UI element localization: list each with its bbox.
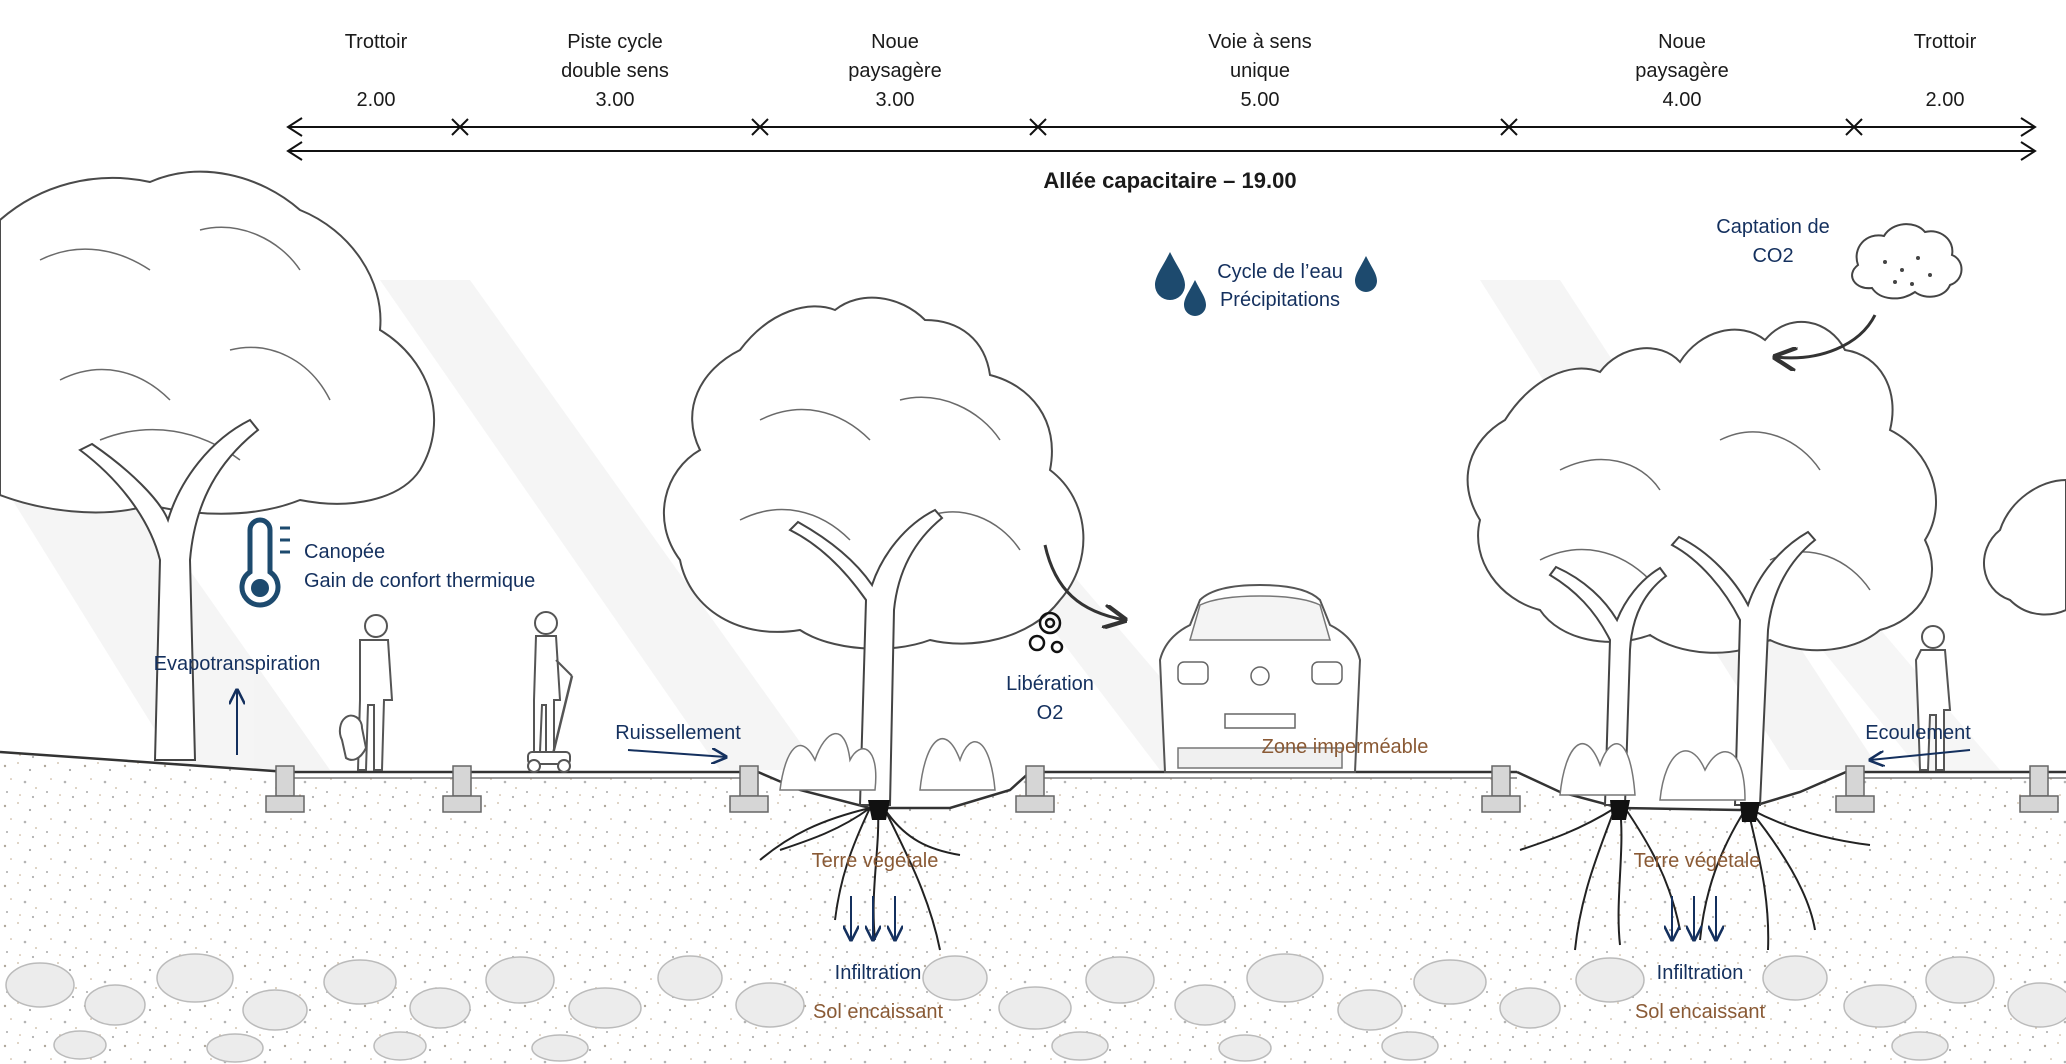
terre-vegetale-right-label: Terre végétale	[1634, 850, 1761, 872]
terre-vegetale-left-label: Terre végétale	[812, 850, 939, 872]
segment-name: Voie à sens	[1208, 31, 1311, 53]
ruissellement-label: Ruissellement	[615, 722, 741, 744]
cycle-eau-label: Cycle de l’eau	[1217, 261, 1343, 283]
cloud-co2-icon	[1851, 223, 1963, 300]
pedestrian-right	[1914, 625, 1952, 771]
car-rear-view	[1158, 583, 1362, 773]
segment-name: Trottoir	[1914, 31, 1977, 53]
trees-noue-right	[1466, 321, 1938, 806]
ruissellement-arrow	[627, 750, 726, 757]
segment-voie: Voie à sens unique 5.00	[1208, 31, 1311, 111]
segment-piste-cycle: Piste cycle double sens 3.00	[561, 31, 669, 111]
thermometer-icon	[239, 517, 290, 608]
total-arrowhead-right	[2020, 141, 2037, 161]
ecoulement-arrow	[1870, 749, 1971, 760]
dimension-header: Trottoir 2.00 Piste cycle double sens 3.…	[286, 31, 2037, 193]
segment-name: Trottoir	[345, 31, 408, 53]
segment-noue-right: Noue paysagère 4.00	[1635, 31, 1728, 111]
segment-name: Noue	[1658, 31, 1706, 53]
co2-capture-arrow	[1775, 314, 1877, 358]
segment-name: paysagère	[848, 60, 941, 82]
segment-width: 3.00	[596, 89, 635, 111]
segment-name: Noue	[871, 31, 919, 53]
captation-co2-label: Captation de	[1716, 216, 1829, 238]
tree-edge-right	[1983, 478, 2066, 616]
segment-width: 2.00	[1926, 89, 1965, 111]
canopee-sublabel: Gain de confort thermique	[304, 570, 535, 592]
infiltration-left-label: Infiltration	[835, 962, 922, 984]
segment-name: double sens	[561, 60, 669, 82]
water-drop-icon	[1155, 252, 1377, 316]
dimension-ticks	[451, 118, 1863, 136]
dimension-arrowhead-right	[2020, 117, 2037, 137]
tree-noue-left	[663, 296, 1085, 806]
sol-encaissant-left-label: Sol encaissant	[813, 1001, 944, 1023]
segment-width: 2.00	[357, 89, 396, 111]
street-surface	[0, 750, 2066, 812]
o2-release-arrow	[1043, 544, 1125, 620]
segment-name: unique	[1230, 60, 1290, 82]
segment-trottoir-left: Trottoir 2.00	[345, 31, 408, 111]
evapotranspiration-label: Evapotranspiration	[154, 653, 321, 675]
total-arrowhead-left	[286, 141, 303, 161]
precipitations-label: Précipitations	[1220, 289, 1340, 311]
stone-layer	[5, 953, 2066, 1063]
pedestrian-with-dog	[338, 614, 394, 771]
infiltration-right-label: Infiltration	[1657, 962, 1744, 984]
segment-width: 3.00	[876, 89, 915, 111]
flow-arrows	[237, 314, 1971, 940]
ecoulement-label: Ecoulement	[1865, 722, 1971, 744]
segment-width: 4.00	[1663, 89, 1702, 111]
liberation-o2-sublabel: O2	[1037, 702, 1064, 724]
captation-co2-sublabel: CO2	[1752, 245, 1793, 267]
roots-left	[759, 800, 961, 951]
liberation-o2-label: Libération	[1006, 673, 1094, 695]
shrubs-left	[779, 733, 996, 791]
segment-name: Piste cycle	[567, 31, 663, 53]
large-tree-left	[0, 170, 435, 761]
segment-name: paysagère	[1635, 60, 1728, 82]
infiltration-arrows-left	[851, 896, 895, 940]
total-width-label: Allée capacitaire – 19.00	[1043, 168, 1296, 193]
annotation-labels: Canopée Gain de confort thermique Evapot…	[154, 216, 1972, 1023]
infiltration-arrows-right	[1672, 896, 1716, 940]
roots-right	[1519, 800, 1871, 951]
sol-encaissant-right-label: Sol encaissant	[1635, 1001, 1766, 1023]
shrubs-right	[1559, 743, 1746, 801]
segment-noue-left: Noue paysagère 3.00	[848, 31, 941, 111]
segment-trottoir-right: Trottoir 2.00	[1914, 31, 1977, 111]
curbs	[265, 765, 2059, 813]
canopee-label: Canopée	[304, 541, 385, 563]
o2-bubbles-icon	[1028, 611, 1064, 654]
dimension-arrowhead-left	[286, 117, 303, 137]
segway-rider	[527, 611, 574, 773]
segment-width: 5.00	[1241, 89, 1280, 111]
zone-impermeable-label: Zone imperméable	[1262, 736, 1429, 758]
